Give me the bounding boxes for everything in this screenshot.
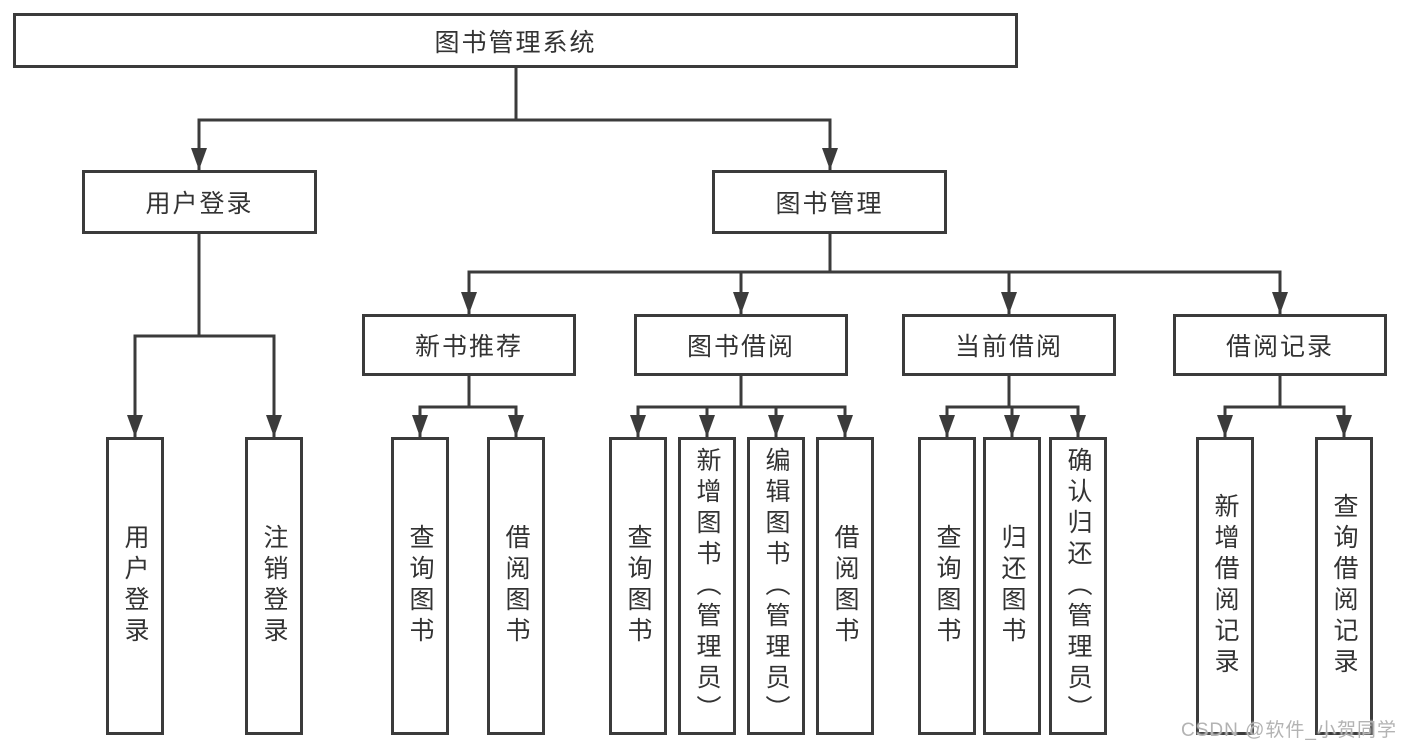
node-book-borrow: 图书借阅 [634, 314, 848, 376]
leaf-add-book-admin: 新增图书（管理员） [678, 437, 736, 735]
leaf-query-borrow-record: 查询借阅记录 [1315, 437, 1373, 735]
leaf-query-books-recommend: 查询图书 [391, 437, 449, 735]
leaf-logout-login: 注销登录 [245, 437, 303, 735]
csdn-watermark: CSDN @软件_小贺同学 [1181, 720, 1397, 741]
leaf-confirm-return-admin: 确认归还（管理员） [1049, 437, 1107, 735]
leaf-borrow-books-recommend: 借阅图书 [487, 437, 545, 735]
node-new-book-recommend: 新书推荐 [362, 314, 576, 376]
node-library-system: 图书管理系统 [13, 13, 1018, 68]
node-user-login: 用户登录 [82, 170, 317, 234]
leaf-query-books-borrow: 查询图书 [609, 437, 667, 735]
leaf-return-book: 归还图书 [983, 437, 1041, 735]
node-borrow-records: 借阅记录 [1173, 314, 1387, 376]
leaf-add-borrow-record: 新增借阅记录 [1196, 437, 1254, 735]
node-book-management: 图书管理 [712, 170, 947, 234]
node-current-borrow: 当前借阅 [902, 314, 1116, 376]
leaf-query-books-current: 查询图书 [918, 437, 976, 735]
leaf-edit-book-admin: 编辑图书（管理员） [747, 437, 805, 735]
leaf-user-login: 用户登录 [106, 437, 164, 735]
leaf-borrow-books: 借阅图书 [816, 437, 874, 735]
